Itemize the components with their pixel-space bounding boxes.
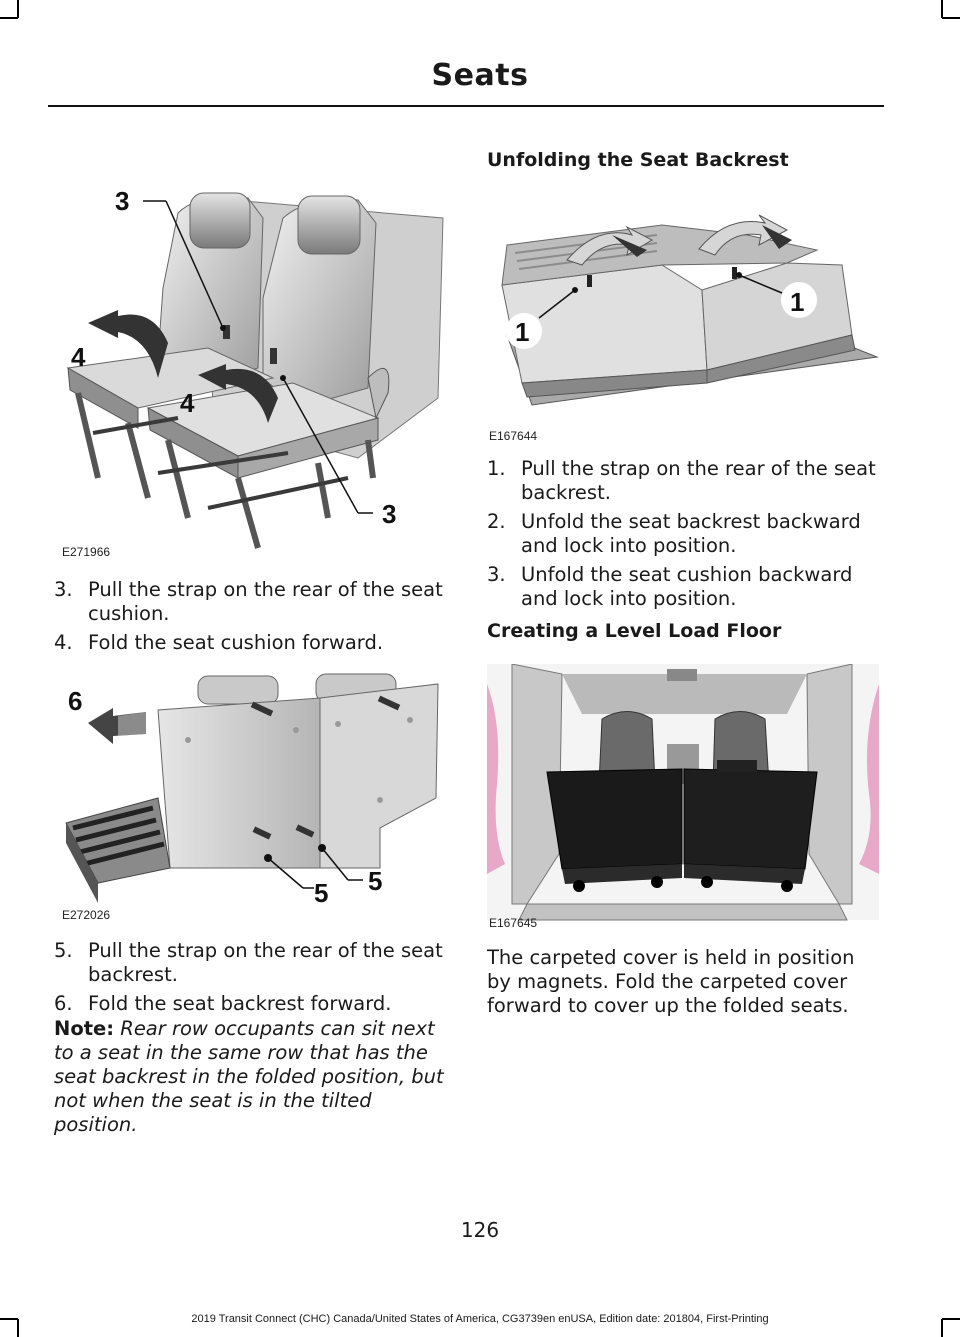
step-number: 3. bbox=[487, 563, 506, 586]
load-floor-paragraph: The carpeted cover is held in position b… bbox=[487, 946, 855, 1017]
step-number: 1. bbox=[487, 457, 506, 480]
note-text: Rear row occupants can sit next to a sea… bbox=[54, 1017, 444, 1136]
step-number: 4. bbox=[54, 631, 73, 654]
callout-5-left: 5 bbox=[314, 878, 328, 908]
crop-mark-bl-h bbox=[0, 1318, 18, 1320]
list-item: 1. Pull the strap on the rear of the seat… bbox=[487, 457, 887, 505]
step-number: 6. bbox=[54, 992, 73, 1015]
step-text: Unfold the seat backrest backward and lo… bbox=[521, 510, 861, 557]
callout-6: 6 bbox=[68, 686, 82, 716]
callout-5-right: 5 bbox=[368, 866, 382, 896]
step-text: Unfold the seat cushion backward and loc… bbox=[521, 563, 853, 610]
heading-level-load-floor: Creating a Level Load Floor bbox=[487, 620, 782, 642]
callout-4-left: 4 bbox=[71, 342, 86, 372]
step-text: Pull the strap on the rear of the seat c… bbox=[88, 578, 443, 625]
callout-1-right: 1 bbox=[790, 287, 804, 317]
figure-seat-cushion-fold: 3 4 4 3 E271966 bbox=[58, 178, 456, 562]
step-number: 3. bbox=[54, 578, 73, 601]
page-title: Seats bbox=[431, 58, 529, 93]
page-number: 126 bbox=[460, 1218, 500, 1242]
list-item: 2. Unfold the seat backrest backward and … bbox=[487, 510, 887, 558]
figure-unfold-backrest: 1 1 E167644 bbox=[487, 205, 879, 445]
figure-code: E167644 bbox=[489, 429, 538, 443]
step-text: Fold the seat backrest forward. bbox=[88, 992, 392, 1015]
seat-cushion-illustration: 3 4 4 3 bbox=[66, 186, 444, 549]
note-paragraph: Note: Rear row occupants can sit next to… bbox=[54, 1017, 450, 1137]
figure-code: E167645 bbox=[489, 916, 538, 930]
list-item: 3. Unfold the seat cushion backward and l… bbox=[487, 563, 887, 611]
list-item: 4. Fold the seat cushion forward. bbox=[54, 631, 454, 655]
figure-backrest-fold: 6 5 5 E272026 bbox=[58, 668, 456, 924]
steps-unfold: 1. Pull the strap on the rear of the seat… bbox=[487, 457, 887, 616]
step-number: 5. bbox=[54, 939, 73, 962]
crop-mark-br-h bbox=[942, 1318, 960, 1320]
step-text: Fold the seat cushion forward. bbox=[88, 631, 384, 654]
footer-edition: 2019 Transit Connect (CHC) Canada/United… bbox=[191, 1313, 769, 1325]
callout-3-top: 3 bbox=[115, 186, 129, 216]
unfold-illustration: 1 1 bbox=[501, 214, 879, 406]
load-floor-photo bbox=[487, 664, 879, 921]
figure-level-load-floor: E167645 bbox=[487, 664, 879, 930]
note-label: Note: bbox=[54, 1017, 115, 1040]
crop-mark-br-v bbox=[941, 1319, 943, 1337]
heading-unfolding: Unfolding the Seat Backrest bbox=[487, 149, 789, 171]
crop-mark-tl-v bbox=[17, 0, 19, 18]
callout-1-left: 1 bbox=[515, 317, 529, 347]
header-rule bbox=[48, 105, 884, 107]
list-item: 5. Pull the strap on the rear of the seat… bbox=[54, 939, 454, 987]
list-item: 3. Pull the strap on the rear of the seat… bbox=[54, 578, 454, 626]
crop-mark-bl-v bbox=[17, 1319, 19, 1337]
crop-mark-tl-h bbox=[0, 17, 18, 19]
figure-code: E271966 bbox=[62, 545, 111, 559]
step-text: Pull the strap on the rear of the seat b… bbox=[521, 457, 876, 504]
callout-4-mid: 4 bbox=[180, 388, 195, 418]
steps-backrest: 5. Pull the strap on the rear of the seat… bbox=[54, 939, 454, 1021]
steps-cushion: 3. Pull the strap on the rear of the seat… bbox=[54, 578, 454, 660]
crop-mark-tr-h bbox=[942, 17, 960, 19]
list-item: 6. Fold the seat backrest forward. bbox=[54, 992, 454, 1016]
callout-3-bottom: 3 bbox=[382, 499, 396, 529]
crop-mark-tr-v bbox=[941, 0, 943, 18]
step-number: 2. bbox=[487, 510, 506, 533]
figure-code: E272026 bbox=[62, 908, 111, 922]
backrest-fold-illustration: 6 5 5 bbox=[65, 673, 439, 908]
step-text: Pull the strap on the rear of the seat b… bbox=[88, 939, 443, 986]
